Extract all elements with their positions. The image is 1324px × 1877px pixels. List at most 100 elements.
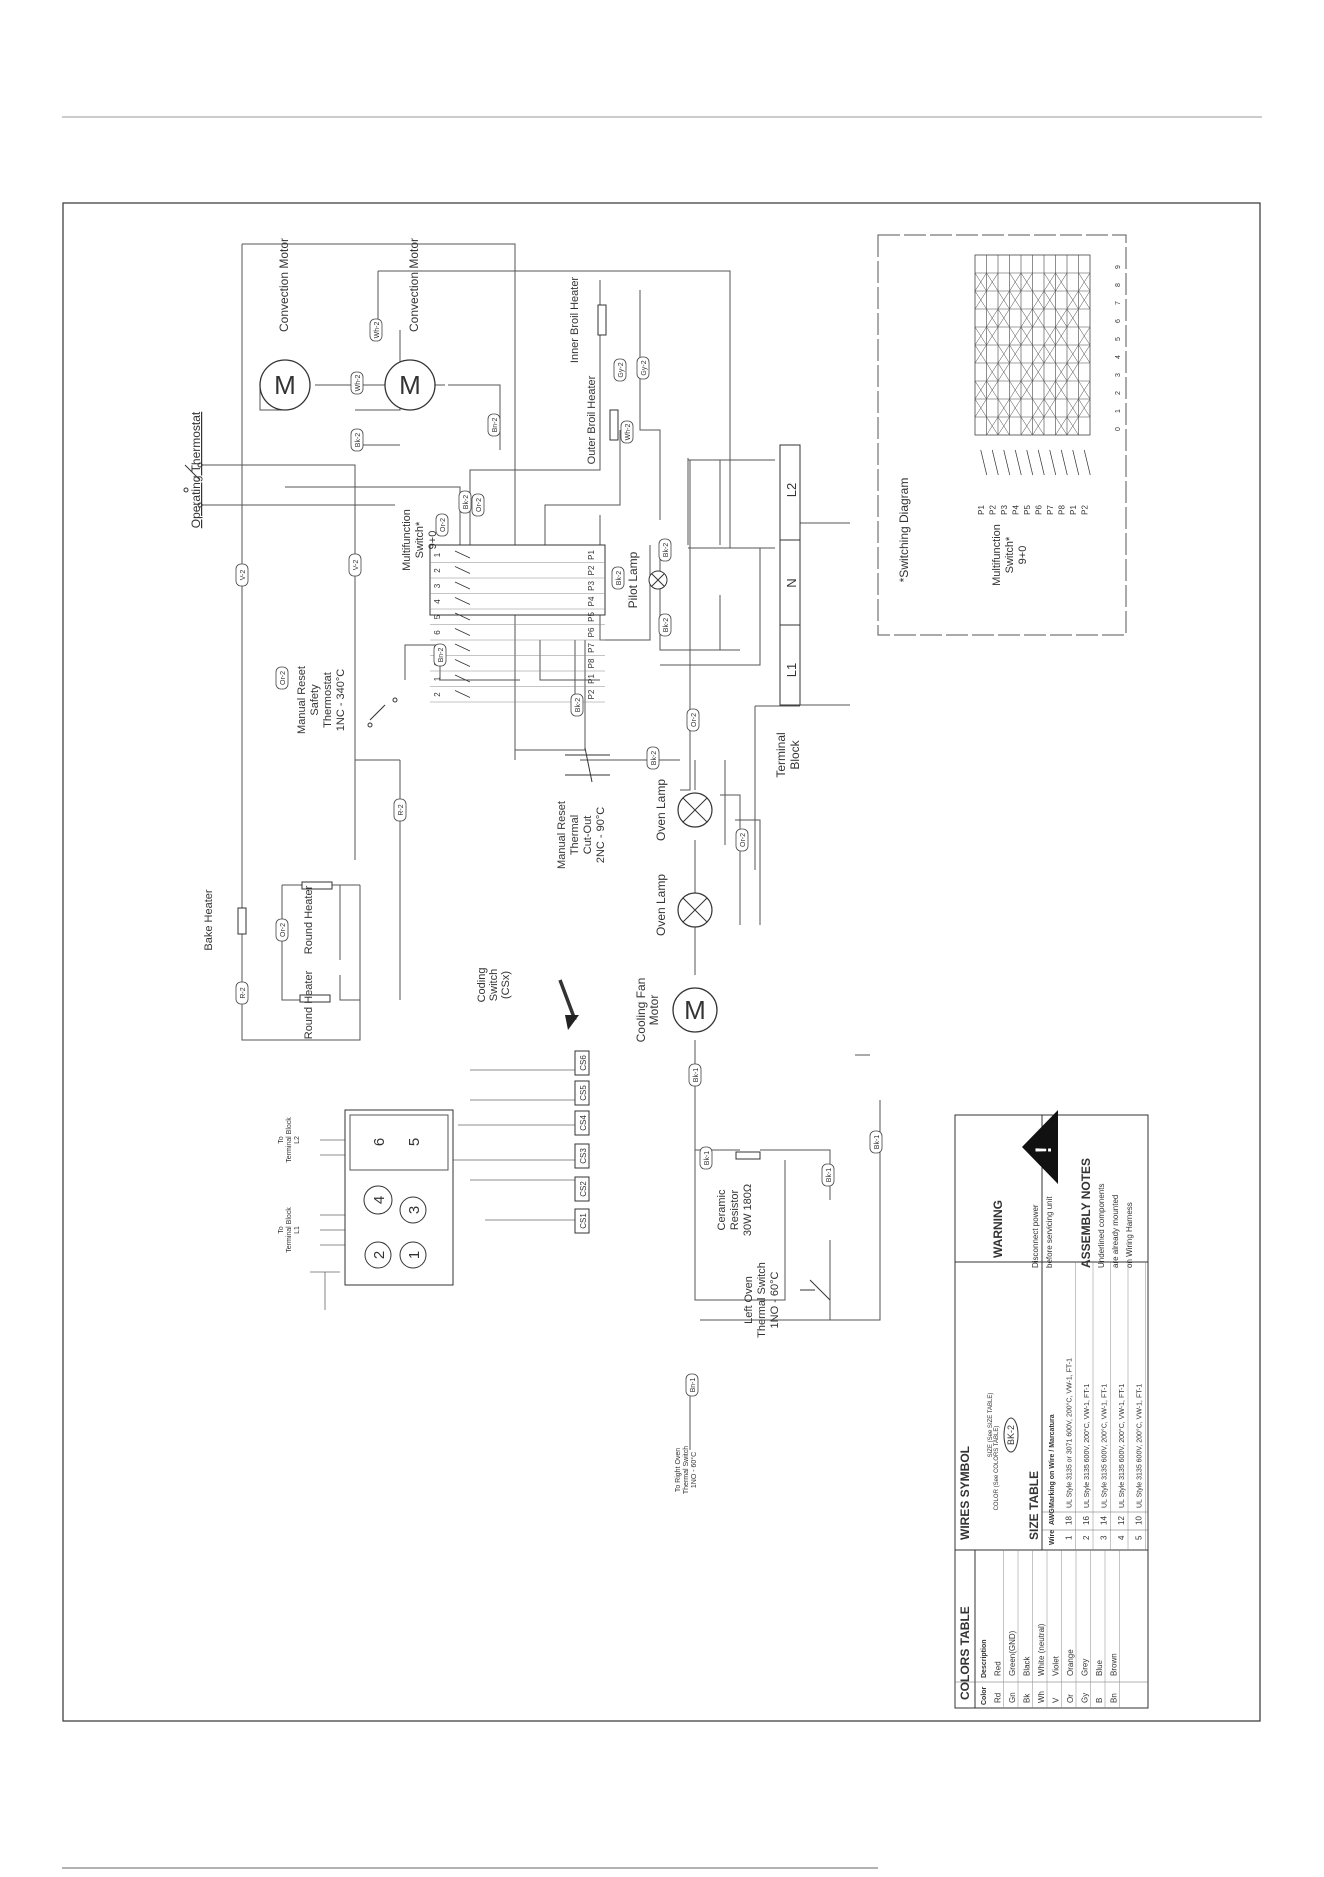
svg-text:Or-2: Or-2 bbox=[440, 518, 447, 532]
color-description: Green(GND) bbox=[1008, 1630, 1017, 1676]
svg-text:Bk-1: Bk-1 bbox=[693, 1068, 700, 1083]
round-heater-1-label: Round Heater bbox=[303, 885, 315, 954]
cs-output-label: CS5 bbox=[579, 1085, 588, 1101]
pilot-lamp-label: Pilot Lamp bbox=[626, 551, 640, 608]
size-marking: UL Style 3135 or 3071 600V, 200°C, VW-1,… bbox=[1066, 1358, 1074, 1508]
safety-thermostat-label-4: 1NC - 340°C bbox=[335, 669, 347, 732]
warning-title: WARNING bbox=[991, 1200, 1005, 1258]
svg-text:Or-2: Or-2 bbox=[476, 498, 483, 512]
size-table-title: SIZE TABLE bbox=[1027, 1471, 1041, 1540]
motor-symbol: M bbox=[274, 370, 296, 400]
svg-text:Or-2: Or-2 bbox=[691, 713, 698, 727]
colors-header: Description bbox=[981, 1639, 988, 1678]
switch-contact: 5 bbox=[433, 614, 442, 619]
colors-table: COLORS TABLE ColorDescriptionRdRedGnGree… bbox=[955, 1549, 1148, 1708]
svg-text:Bk-2: Bk-2 bbox=[355, 433, 362, 448]
color-code: Or bbox=[1066, 1694, 1075, 1703]
wire-tag: Wh-2 bbox=[369, 318, 383, 342]
color-code: V bbox=[1052, 1697, 1061, 1703]
svg-text:Wh-2: Wh-2 bbox=[374, 322, 381, 339]
switch-contact: 4 bbox=[433, 599, 442, 604]
wire-tag: Wh-2 bbox=[350, 371, 364, 395]
svg-text:Wh-2: Wh-2 bbox=[355, 375, 362, 392]
cs-output-label: CS4 bbox=[579, 1115, 588, 1131]
color-code: Bk bbox=[1023, 1693, 1032, 1703]
to-terminal-l2-label-2: Terminal Block bbox=[286, 1117, 293, 1163]
cs-output-label: CS3 bbox=[579, 1148, 588, 1164]
svg-text:Bn-2: Bn-2 bbox=[438, 648, 445, 663]
left-oven-thermal-switch: Left Oven Thermal Switch 1NO - 60°C bbox=[743, 1262, 831, 1338]
round-heater-1: Round Heater bbox=[301, 881, 333, 954]
color-code: Bn bbox=[1110, 1693, 1119, 1703]
terminal-l1: L1 bbox=[784, 663, 799, 677]
convection-motor-1-label: Convection Motor bbox=[277, 238, 291, 332]
warning-block: WARNING Disconnect power before servicin… bbox=[991, 1110, 1058, 1268]
outer-broil-heater: Outer Broil Heater bbox=[586, 375, 619, 464]
size-awg: 18 bbox=[1065, 1516, 1074, 1525]
wire-tag: V-2 bbox=[348, 553, 362, 577]
to-terminal-l1-label-1: To bbox=[278, 1226, 285, 1234]
resistor-label-1: Ceramic bbox=[716, 1189, 728, 1230]
color-description: Blue bbox=[1095, 1659, 1104, 1676]
bake-heater-label: Bake Heater bbox=[203, 889, 215, 950]
wire-tag: Bk-2 bbox=[570, 693, 584, 717]
switch-position: P1 bbox=[587, 550, 596, 560]
svg-text:R-2: R-2 bbox=[398, 804, 405, 815]
coding-switch-label-1: Coding bbox=[476, 968, 488, 1003]
motor-symbol: M bbox=[684, 995, 706, 1025]
switch-contact: 2 bbox=[433, 568, 442, 573]
right-oven-label-3: 1NO - 60°C bbox=[690, 1452, 698, 1488]
cooling-fan-label-1: Cooling Fan bbox=[634, 978, 648, 1043]
wire-tag: Bk-2 bbox=[646, 746, 660, 770]
switching-column-label: 5 bbox=[1115, 337, 1122, 341]
wiring-lines bbox=[200, 243, 881, 1450]
switching-row-label: P5 bbox=[1023, 505, 1032, 515]
color-description: Violet bbox=[1052, 1655, 1061, 1676]
wire-tag: Bk-2 bbox=[350, 428, 364, 452]
multifunction-switch-code: 9+0 bbox=[427, 531, 439, 550]
cs-output-box: CS1 bbox=[574, 1208, 590, 1234]
oven-lamp-2-label: Oven Lamp bbox=[654, 874, 668, 936]
colors-table-title: COLORS TABLE bbox=[958, 1606, 972, 1700]
svg-text:Gy-2: Gy-2 bbox=[641, 360, 648, 375]
wire-tag: Bk-1 bbox=[688, 1063, 702, 1087]
switching-column-label: 3 bbox=[1115, 373, 1122, 377]
size-awg: 14 bbox=[1100, 1516, 1109, 1525]
right-oven-thermal-switch-note: To Right Oven Thermal Switch 1NO - 60°C bbox=[675, 1446, 698, 1494]
drawing-frame bbox=[62, 202, 1261, 1722]
coding-switch-label-2: Switch bbox=[488, 969, 500, 1001]
switching-row-label: P8 bbox=[1057, 505, 1066, 515]
terminal-block: L2 N L1 Terminal Block bbox=[774, 444, 802, 778]
wires-symbol-example: BK-2 bbox=[1006, 1425, 1016, 1445]
inner-broil-heater: Inner Broil Heater bbox=[569, 277, 607, 363]
svg-text:R-2: R-2 bbox=[240, 987, 247, 998]
switch-contact: 1 bbox=[433, 676, 442, 681]
color-description: Grey bbox=[1081, 1659, 1090, 1676]
svg-text:Gy-2: Gy-2 bbox=[618, 362, 625, 377]
svg-text:Bk-1: Bk-1 bbox=[704, 1151, 711, 1166]
safety-thermostat-label-2: Safety bbox=[309, 684, 321, 716]
svg-text:Bk-1: Bk-1 bbox=[874, 1135, 881, 1150]
switching-row-label: P1 bbox=[1069, 505, 1078, 515]
switching-row-label: P2 bbox=[1080, 505, 1089, 515]
size-awg: 10 bbox=[1135, 1516, 1144, 1525]
right-oven-label-2: Thermal Switch bbox=[683, 1446, 690, 1494]
switching-column-label: 6 bbox=[1115, 319, 1122, 323]
assembly-line-2: are already mounted bbox=[1111, 1195, 1120, 1268]
round-heater-2: Round Heater bbox=[299, 970, 331, 1039]
switch-position: P7 bbox=[587, 643, 596, 653]
safety-thermostat-label-3: Thermostat bbox=[322, 672, 334, 728]
wire-tag: Bk-2 bbox=[611, 566, 625, 590]
svg-text:Bn-1: Bn-1 bbox=[690, 1378, 697, 1393]
size-header: Wire bbox=[1049, 1530, 1056, 1545]
manual-reset-thermal-cutout: Manual Reset Thermal Cut-Out 2NC - 90°C bbox=[556, 747, 610, 869]
assembly-notes-title: ASSEMBLY NOTES bbox=[1079, 1158, 1093, 1268]
wire-tag: R-2 bbox=[393, 798, 407, 822]
size-wire: 4 bbox=[1117, 1535, 1126, 1540]
left-oven-label-1: Left Oven bbox=[743, 1276, 755, 1324]
cs-output-label: CS2 bbox=[579, 1181, 588, 1197]
